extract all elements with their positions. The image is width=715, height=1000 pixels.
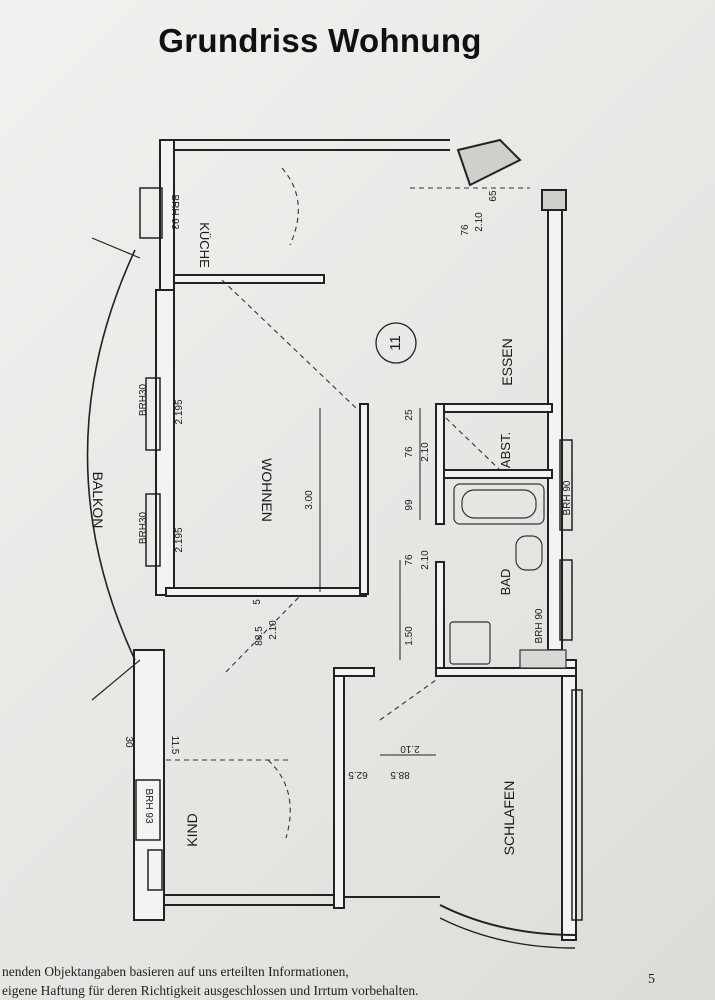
bathtub-inner	[461, 489, 537, 519]
footer-disclaimer-line-2: eigene Haftung für deren Richtigkeit aus…	[2, 983, 419, 998]
room-label-storage: ABST.	[498, 432, 513, 468]
dim-entry-door-width-alt: 65	[488, 190, 499, 202]
dimension-lines	[319, 408, 436, 756]
entry-pier	[541, 189, 567, 211]
wall-kitchen-divider	[173, 274, 325, 284]
wall-living-bottom	[165, 587, 367, 597]
room-label-dining: ESSEN	[499, 338, 515, 385]
dim-bedroom-door-offset: 62.5	[348, 769, 368, 780]
bath-window	[559, 559, 573, 641]
room-label-living: WOHNEN	[259, 458, 275, 522]
fixtures	[449, 483, 567, 669]
dim-living-door-width: 88.5	[254, 626, 265, 646]
balcony-outline	[86, 249, 136, 661]
dim-child-pier-11: 11.5	[169, 736, 180, 755]
bedroom-curved-wall	[439, 904, 576, 936]
dim-living-window-bottom-sill: BRH30	[138, 511, 149, 544]
dim-living-door-offset: 5	[252, 599, 263, 605]
unit-number: 11	[387, 335, 404, 351]
entry-column	[456, 138, 522, 187]
bedroom-curved-wall-outer	[439, 917, 576, 949]
wall-storage-bottom	[435, 469, 553, 479]
bathtub	[453, 483, 545, 525]
dim-living-window-bottom-height: 2.195	[174, 527, 185, 552]
living-window-bottom	[145, 493, 161, 567]
dim-living-window-top-height: 2.195	[174, 399, 185, 424]
dim-living-door-height: 2.10	[268, 620, 279, 640]
dim-bath-door-height: 2.10	[420, 550, 431, 570]
dim-storage-door-offset: 25	[404, 409, 415, 421]
wall-storage-west	[435, 403, 445, 525]
dim-living-window-top-sill: BRH30	[138, 383, 149, 416]
kitchen-window	[139, 187, 163, 239]
walls	[133, 138, 577, 941]
room-label-bedroom: SCHLAFEN	[501, 781, 517, 856]
dim-dining-window: BRH 90	[562, 480, 573, 515]
wall-east-lower	[561, 659, 577, 941]
child-window	[135, 779, 161, 841]
balcony-dim-top	[91, 237, 141, 259]
footer-disclaimer-line-1: nenden Objektangaben basieren auf uns er…	[2, 964, 349, 979]
dim-entry-door-height: 2.10	[474, 212, 485, 232]
dim-bedroom-door-width: 88.5	[390, 769, 410, 780]
page-number: 5	[648, 972, 655, 987]
unit-number-circle	[375, 322, 417, 364]
bedroom-window	[571, 689, 583, 921]
wall-storage-top	[435, 403, 553, 413]
child-window-lower	[147, 849, 163, 891]
dim-living-depth: 3.00	[304, 490, 315, 510]
door-swings	[166, 167, 530, 839]
dim-child-window: BRH 93	[143, 788, 154, 823]
page-title: Grundriss Wohnung	[158, 22, 482, 59]
child-swing	[267, 759, 291, 839]
room-label-bath: BAD	[498, 569, 513, 596]
dim-bath-wall-width: 99	[404, 499, 415, 511]
living-window-top	[145, 377, 161, 451]
bath-radiator	[519, 649, 567, 669]
dim-storage-door-width: 76	[404, 446, 415, 458]
wall-hall-west	[359, 403, 369, 595]
wall-bath-west	[435, 561, 445, 673]
dim-bedroom-door-height: 2.10	[400, 743, 420, 754]
kitchen-swing	[281, 167, 299, 246]
dim-storage-door-height: 2.10	[420, 442, 431, 462]
dim-kitchen-window: BRH 93	[169, 194, 180, 229]
living-diagonal-a	[221, 279, 357, 409]
dimension-labels: BRH 93 BRH30 2.195 BRH30 2.195 3.00 76 2…	[123, 190, 573, 824]
room-label-balcony: BALKON	[90, 472, 106, 529]
storage-swing	[445, 417, 501, 471]
wall-bath-bottom	[435, 667, 577, 677]
dim-bath-door-width: 76	[404, 554, 415, 566]
shower-tray	[449, 621, 491, 665]
bedroom-swing	[379, 679, 437, 721]
dining-window	[559, 439, 573, 531]
wall-bedroom-top	[333, 667, 375, 677]
wall-west-living	[155, 289, 175, 596]
wall-west-child	[133, 649, 165, 921]
windows	[135, 187, 583, 921]
dim-bath-window: BRH 90	[534, 608, 545, 643]
dim-entry-door-width: 76	[460, 224, 471, 236]
wall-child-bedroom	[333, 667, 345, 909]
room-label-kitchen: KÜCHE	[197, 222, 212, 268]
balcony-dim-bottom	[91, 659, 141, 701]
dim-child-pier-30: 30	[123, 736, 134, 748]
room-label-child: KIND	[184, 813, 200, 846]
washbasin	[515, 535, 543, 571]
dim-hall-length: 1.50	[404, 626, 415, 646]
